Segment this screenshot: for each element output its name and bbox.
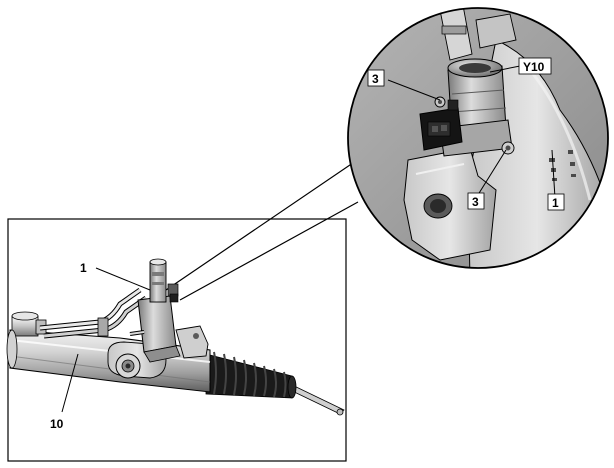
detail-view-frame [347, 7, 609, 269]
svg-text:1: 1 [80, 261, 87, 275]
detail-pipe-upper-right [475, 13, 517, 49]
callout-3-bottom: 3 [467, 192, 485, 210]
pinion-valve-housing [137, 295, 177, 353]
callout-3-top: 3 [367, 69, 385, 87]
leader-10 [61, 353, 79, 413]
callout-10: 10 [50, 417, 64, 431]
valve-y10-small [167, 283, 179, 303]
detail-connector-line-lower [179, 201, 359, 301]
callout-1-main: 1 [80, 261, 87, 275]
svg-text:1: 1 [552, 196, 559, 210]
detail-connector-line-upper [165, 149, 373, 291]
leader-1-main [95, 267, 151, 291]
svg-text:10: 10 [50, 417, 64, 431]
detail-view [347, 7, 609, 269]
leader-3-top [387, 79, 441, 101]
left-mount [6, 311, 47, 369]
leader-3-bottom [475, 149, 507, 199]
leader-1-detail [551, 149, 556, 199]
svg-text:3: 3 [372, 72, 379, 86]
callout-y10: Y10 [518, 57, 552, 75]
svg-text:3: 3 [472, 195, 479, 209]
leader-y10 [489, 65, 521, 73]
right-mount-bracket [175, 325, 209, 359]
detail-electrical-connector [419, 99, 463, 151]
callout-1-detail: 1 [547, 193, 565, 211]
svg-text:Y10: Y10 [523, 60, 545, 74]
steering-gear-assembly [6, 258, 345, 416]
tie-rod-end [336, 408, 344, 416]
pipe-clamp [97, 317, 109, 337]
